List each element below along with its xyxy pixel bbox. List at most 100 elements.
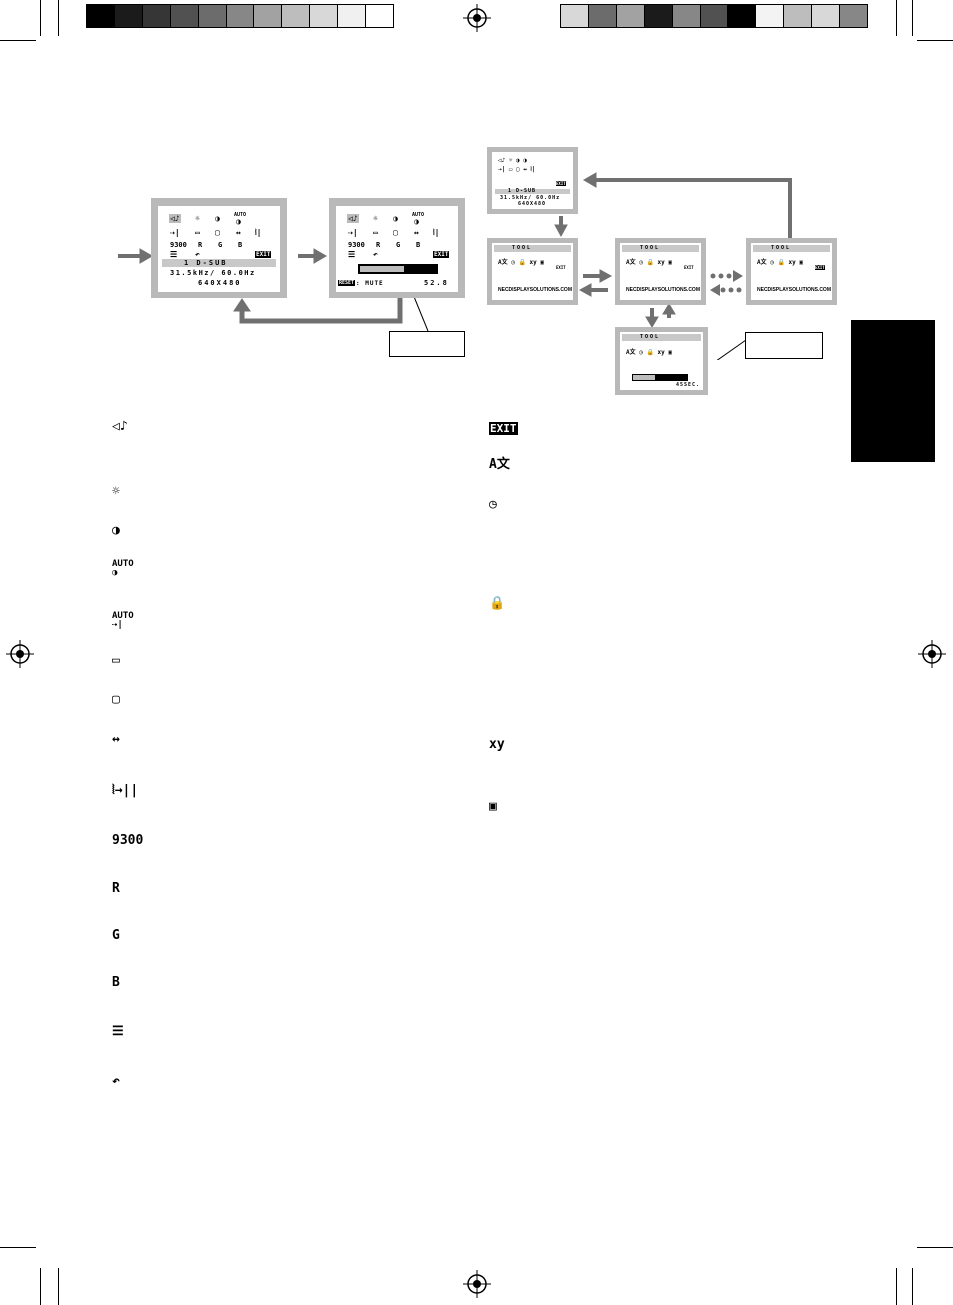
- color-swatch: [169, 4, 199, 28]
- tool-url: NECDISPLAYSOLUTIONS.COM: [757, 287, 831, 293]
- green-label: G: [218, 241, 223, 249]
- contrast-icon: ◑: [393, 214, 398, 223]
- volume-icon: ◁♪: [347, 214, 359, 223]
- color-swatch: [113, 4, 143, 28]
- down-up-icon: ▢: [393, 228, 398, 237]
- tool-tab-bar: [753, 245, 830, 252]
- tool-icons: A文 ◷ 🔒 xy ▣: [498, 259, 544, 266]
- tool-icon: ☰: [170, 250, 178, 259]
- color-swatch: [225, 4, 255, 28]
- volume-icon: ◁♪: [112, 419, 128, 434]
- volume-slider[interactable]: [358, 264, 438, 274]
- color-swatch: [365, 4, 394, 28]
- contrast-icon: ◑: [112, 523, 120, 538]
- factory-preset-icon: ↶: [195, 250, 200, 259]
- osd-timer-value: 45SEC.: [676, 382, 701, 388]
- crop-mark: [917, 1247, 953, 1248]
- auto-adjust-icon: ⇢|: [170, 228, 180, 237]
- callout-box-left: [389, 331, 465, 357]
- red-label: R: [198, 241, 203, 249]
- blue-label: B: [416, 241, 421, 249]
- fine-icon: ⦚|: [255, 228, 262, 237]
- tool-tab-bar: [622, 334, 701, 341]
- fine-icon: ⦚|: [433, 228, 440, 237]
- osd-tool-screen-3: TOOL A文 ◷ 🔒 xy ▣ EXIT NECDISPLAYSOLUTION…: [751, 243, 832, 300]
- color-swatch: [86, 4, 115, 28]
- callout-box-right: [745, 332, 823, 359]
- freq-line: 31.5kHz/ 60.0Hz: [170, 269, 256, 277]
- fine-icon: ⦚→||: [112, 783, 139, 798]
- blue-icon: B: [112, 975, 120, 990]
- color-temp-label: 9300: [170, 241, 187, 249]
- flow-arrows-left: [118, 248, 429, 332]
- tool-icon: ☰: [348, 250, 356, 259]
- blue-label: B: [238, 241, 243, 249]
- crop-mark: [0, 1247, 36, 1248]
- color-swatch: [671, 4, 701, 28]
- osd-small-res: 640X480: [518, 201, 547, 207]
- color-control-icon: 9300: [112, 833, 144, 848]
- crop-mark: [896, 1268, 897, 1305]
- color-swatch: [839, 4, 868, 28]
- registration-mark-icon: [463, 1270, 491, 1298]
- color-swatch: [699, 4, 729, 28]
- crop-mark: [896, 0, 897, 36]
- color-swatch: [587, 4, 617, 28]
- h-size-icon: ↔: [414, 228, 419, 237]
- green-label: G: [396, 241, 401, 249]
- color-swatch: [281, 4, 311, 28]
- osd-lock-out-icon: 🔒: [489, 596, 506, 611]
- osd-small-info-bar: [495, 189, 570, 194]
- tool-tab-label: TOOL: [640, 245, 661, 251]
- osd-timer-slider[interactable]: [632, 374, 688, 381]
- tool-icon: ☰: [112, 1024, 124, 1039]
- auto-adjust-icon: ⇢|: [348, 228, 358, 237]
- volume-value: 52.8: [424, 279, 449, 287]
- crop-mark: [58, 1268, 59, 1305]
- down-up-icon: ▢: [215, 228, 220, 237]
- tool-tab-bar: [622, 245, 699, 252]
- contrast-icon: ◑: [215, 214, 220, 223]
- color-swatch: [783, 4, 813, 28]
- auto-label: AUTO: [412, 212, 425, 218]
- osd-main-screen: ◁♪ ☼ ◑ AUTO ◑ ⇢| ▭ ▢ ↔ ⦚| 9300 R G B ☰ ↶…: [158, 206, 280, 292]
- h-size-icon: ↔: [112, 732, 120, 747]
- red-label: R: [376, 241, 381, 249]
- color-swatch: [253, 4, 283, 28]
- exit-icon: EXIT: [489, 422, 518, 435]
- crop-mark: [58, 0, 59, 36]
- down-up-icon: ▢: [112, 692, 120, 707]
- auto-contrast-icon: ◑: [414, 217, 419, 226]
- auto-contrast-icon: ◑: [236, 217, 241, 226]
- color-swatch: [727, 4, 757, 28]
- osd-small-input: 1 D-SUB: [508, 188, 537, 194]
- osd-tool-sub-screen: TOOL A文 ◷ 🔒 xy ▣ 45SEC.: [620, 332, 703, 390]
- osd-small-freq: 31.5kHz/ 60.0Hz: [500, 195, 561, 201]
- brightness-icon: ☼: [195, 214, 200, 223]
- color-swatch: [141, 4, 171, 28]
- osd-small-icons: ◁♪ ☼ ◑ ◑: [498, 157, 527, 164]
- factory-preset-icon: ↶: [373, 250, 378, 259]
- auto-adjust-icon: AUTO ⇢|: [112, 611, 134, 630]
- tool-exit: EXIT: [815, 265, 825, 270]
- green-icon: G: [112, 928, 120, 943]
- reset-label: RESET: [338, 280, 356, 286]
- crop-mark: [0, 40, 36, 41]
- section-side-tab: [851, 320, 935, 462]
- left-right-icon: ▭: [373, 228, 378, 237]
- res-line: 640X480: [198, 279, 242, 287]
- osd-turn-off-icon: ◷: [489, 497, 497, 512]
- tool-url: NECDISPLAYSOLUTIONS.COM: [626, 287, 700, 293]
- crop-mark: [40, 0, 41, 36]
- volume-icon: ◁♪: [169, 214, 181, 223]
- registration-mark-icon: [6, 640, 34, 668]
- red-icon: R: [112, 881, 120, 896]
- brightness-icon: ☼: [112, 484, 120, 499]
- color-swatch: [755, 4, 785, 28]
- tool-icons: A文 ◷ 🔒 xy ▣: [626, 349, 672, 356]
- color-bar-right: [560, 0, 868, 32]
- registration-mark-icon: [918, 640, 946, 668]
- auto-adjust-contrast-icon: AUTO ◑: [112, 559, 134, 578]
- tool-icons: A文 ◷ 🔒 xy ▣: [757, 259, 803, 266]
- tool-tab-label: TOOL: [640, 334, 661, 340]
